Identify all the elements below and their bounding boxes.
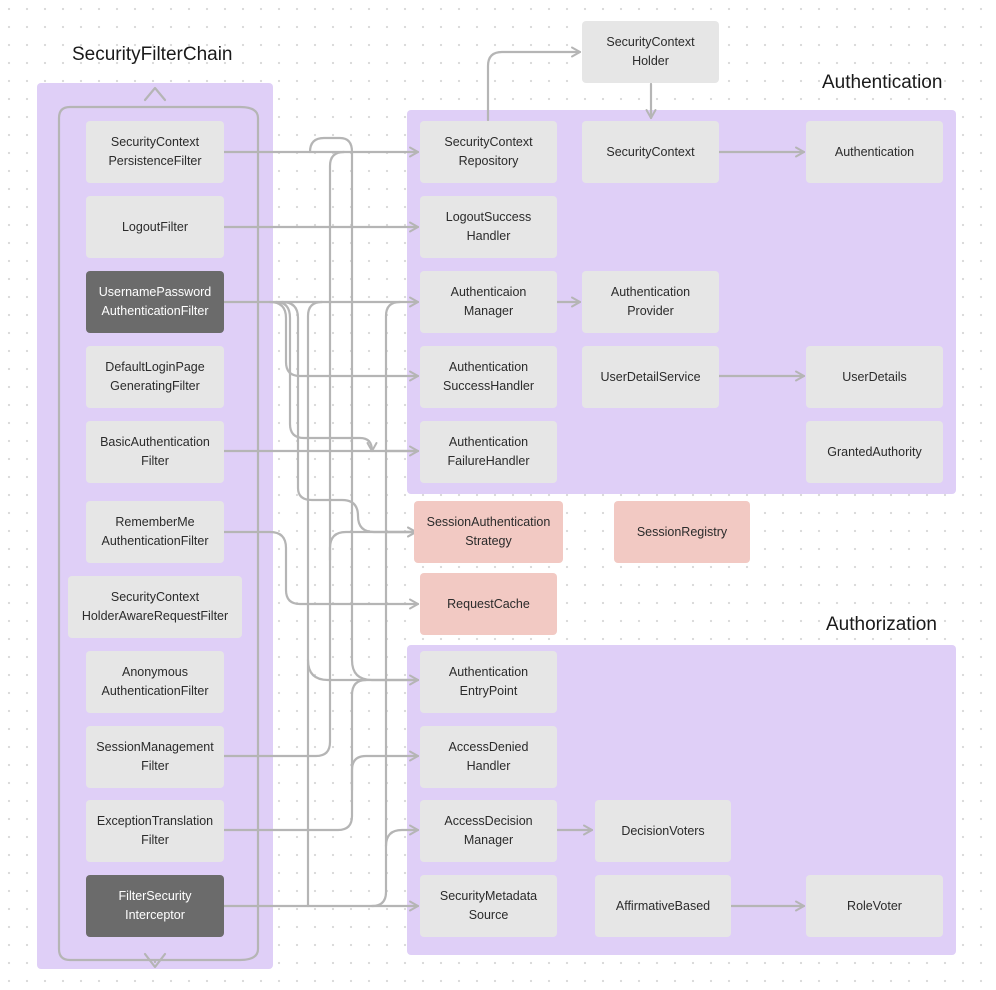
- request-cache[interactable]: RequestCache: [420, 573, 557, 635]
- authentication-failure-handler[interactable]: Authentication FailureHandler: [420, 421, 557, 483]
- default-login-page-generating-filter[interactable]: DefaultLoginPage GeneratingFilter: [86, 346, 224, 408]
- anonymous-authentication-filter[interactable]: Anonymous AuthenticationFilter: [86, 651, 224, 713]
- exception-translation-filter[interactable]: ExceptionTranslation Filter: [86, 800, 224, 862]
- granted-authority[interactable]: GrantedAuthority: [806, 421, 943, 483]
- authentication-provider[interactable]: Authentication Provider: [582, 271, 719, 333]
- authentication-manager[interactable]: Authenticaion Manager: [420, 271, 557, 333]
- session-management-filter[interactable]: SessionManagement Filter: [86, 726, 224, 788]
- link-username-to-session-strategy: [280, 300, 418, 538]
- security-context-holder[interactable]: SecurityContext Holder: [582, 21, 719, 83]
- user-details[interactable]: UserDetails: [806, 346, 943, 408]
- authentication-success-handler[interactable]: Authentication SuccessHandler: [420, 346, 557, 408]
- decision-voters[interactable]: DecisionVoters: [595, 800, 731, 862]
- security-filter-chain-title: SecurityFilterChain: [72, 44, 233, 65]
- security-context-persistence-filter[interactable]: SecurityContext PersistenceFilter: [86, 121, 224, 183]
- link-interceptor-riser: [384, 300, 402, 848]
- remember-me-authentication-filter[interactable]: RememberMe AuthenticationFilter: [86, 501, 224, 563]
- logout-filter[interactable]: LogoutFilter: [86, 196, 224, 258]
- link-entrypoint-riser: [308, 136, 420, 686]
- security-context-holder-aware-request-filter[interactable]: SecurityContext HolderAwareRequestFilter: [68, 576, 242, 638]
- affirmative-based[interactable]: AffirmativeBased: [595, 875, 731, 937]
- authorization-title: Authorization: [826, 614, 937, 635]
- role-voter[interactable]: RoleVoter: [806, 875, 943, 937]
- security-context[interactable]: SecurityContext: [582, 121, 719, 183]
- link-secondary-to-entrypoint: [306, 658, 420, 682]
- link-session-management-to-repository: [328, 150, 346, 562]
- authentication-entry-point[interactable]: Authentication EntryPoint: [420, 651, 557, 713]
- link-exception-to-entrypoint: [350, 678, 368, 792]
- link-secondary-riser: [306, 300, 324, 908]
- logout-success-handler[interactable]: LogoutSuccess Handler: [420, 196, 557, 258]
- basic-authentication-filter[interactable]: BasicAuthentication Filter: [86, 421, 224, 483]
- authentication-object[interactable]: Authentication: [806, 121, 943, 183]
- access-decision-manager[interactable]: AccessDecision Manager: [420, 800, 557, 862]
- authentication-title: Authentication: [822, 72, 943, 93]
- username-password-authentication-filter[interactable]: UsernamePassword AuthenticationFilter: [86, 271, 224, 333]
- filter-security-interceptor[interactable]: FilterSecurity Interceptor: [86, 875, 224, 937]
- session-authentication-strategy[interactable]: SessionAuthentication Strategy: [414, 501, 563, 563]
- link-username-to-success-handler: [268, 300, 420, 382]
- link-username-to-failure-handler: [274, 300, 378, 453]
- security-context-repository[interactable]: SecurityContext Repository: [420, 121, 557, 183]
- user-detail-service[interactable]: UserDetailService: [582, 346, 719, 408]
- access-denied-handler[interactable]: AccessDenied Handler: [420, 726, 557, 788]
- session-registry[interactable]: SessionRegistry: [614, 501, 750, 563]
- security-metadata-source[interactable]: SecurityMetadata Source: [420, 875, 557, 937]
